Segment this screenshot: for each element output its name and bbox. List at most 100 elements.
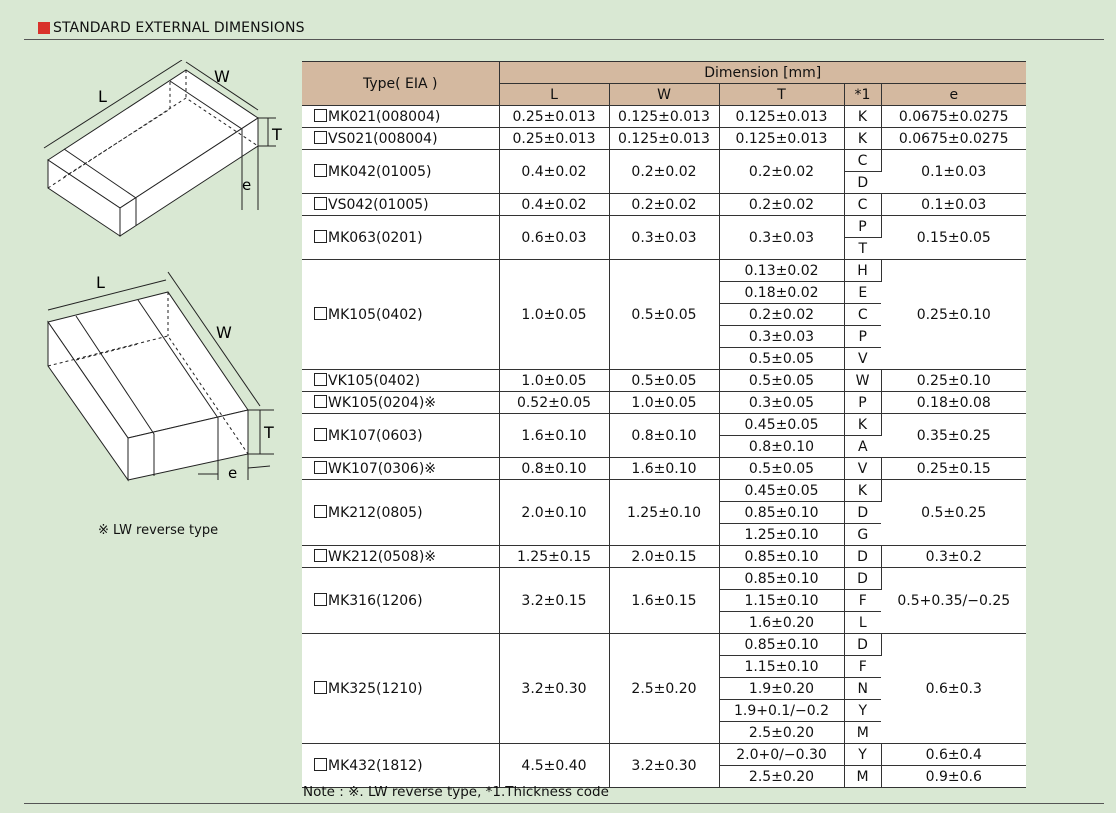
L-cell: 3.2±0.30	[499, 633, 610, 744]
L-cell: 0.8±0.10	[499, 457, 610, 480]
checkbox-square-icon	[314, 592, 327, 606]
L-cell: 0.25±0.013	[499, 105, 610, 128]
W-cell: 1.6±0.10	[609, 457, 720, 480]
code-cell: D	[844, 633, 882, 656]
dim-line-L	[43, 60, 183, 149]
dim-line-W	[167, 271, 261, 407]
code-cell: V	[844, 457, 882, 480]
label-T: T	[263, 423, 274, 442]
type-label: WK105(0204)※	[328, 394, 437, 411]
checkbox-square-icon	[314, 163, 327, 177]
type-cell: MK432(1812)	[302, 743, 500, 788]
T-cell: 1.9±0.20	[719, 677, 845, 700]
e-cell: 0.25±0.10	[881, 259, 1026, 370]
T-cell: 0.125±0.013	[719, 105, 845, 128]
T-cell: 0.8±0.10	[719, 435, 845, 458]
code-cell: P	[844, 325, 881, 348]
checkbox-square-icon	[314, 427, 327, 441]
L-cell: 0.25±0.013	[499, 127, 610, 150]
code-cell: D	[844, 171, 881, 194]
e-cell: 0.25±0.15	[881, 457, 1026, 480]
type-label: VS021(008004)	[328, 130, 438, 147]
type-label: MK316(1206)	[328, 592, 423, 609]
hidden-edges	[47, 292, 249, 455]
type-cell: MK316(1206)	[302, 567, 500, 634]
lw-reverse-note: ※ LW reverse type	[98, 523, 219, 538]
code-cell: F	[844, 655, 881, 678]
W-cell: 0.3±0.03	[609, 215, 720, 260]
e-cell: 0.6±0.4	[881, 743, 1026, 766]
T-cell: 0.85±0.10	[719, 633, 845, 656]
type-cell: MK063(0201)	[302, 215, 500, 260]
terminal-band-left	[75, 315, 155, 476]
e-cell: 0.6±0.3	[881, 633, 1026, 744]
code-cell: K	[844, 127, 882, 150]
checkbox-square-icon	[314, 130, 327, 144]
T-cell: 1.6±0.20	[719, 611, 845, 634]
T-cell: 1.25±0.10	[719, 523, 845, 546]
type-label: WK212(0508)※	[328, 548, 437, 565]
T-cell: 0.2±0.02	[719, 303, 845, 326]
W-cell: 2.5±0.20	[609, 633, 720, 744]
type-cell: WK212(0508)※	[302, 545, 500, 568]
T-cell: 0.18±0.02	[719, 281, 845, 304]
T-cell: 0.5±0.05	[719, 369, 845, 392]
e-cell: 0.5±0.25	[881, 479, 1026, 546]
checkbox-square-icon	[314, 504, 327, 518]
T-cell: 0.45±0.05	[719, 413, 845, 436]
type-cell: WK107(0306)※	[302, 457, 500, 480]
T-cell: 2.5±0.20	[719, 765, 845, 788]
header-T: T	[719, 83, 845, 106]
terminal-band-left	[63, 148, 137, 226]
W-cell: 2.0±0.15	[609, 545, 720, 568]
T-cell: 0.45±0.05	[719, 479, 845, 502]
header-L: L	[499, 83, 610, 106]
table-header-row: Type( EIA ) Dimension [mm]	[302, 61, 1026, 106]
W-cell: 0.125±0.013	[609, 127, 720, 150]
title-marker-icon	[38, 22, 50, 34]
e-cell: 0.9±0.6	[881, 765, 1026, 788]
e-cell: 0.35±0.25	[881, 413, 1026, 458]
code-cell: E	[844, 281, 881, 304]
T-cell: 0.85±0.10	[719, 567, 845, 590]
type-label: VS042(01005)	[328, 196, 429, 213]
code-cell: Y	[844, 699, 881, 722]
e-cell: 0.0675±0.0275	[881, 127, 1026, 150]
e-cell: 0.25±0.10	[881, 369, 1026, 392]
label-T: T	[271, 125, 282, 144]
code-cell: D	[844, 501, 881, 524]
code-cell: P	[844, 391, 882, 414]
checkbox-square-icon	[314, 196, 327, 210]
top-divider	[24, 39, 1104, 40]
label-W: W	[214, 67, 230, 86]
T-cell: 2.5±0.20	[719, 721, 845, 744]
type-cell: WK105(0204)※	[302, 391, 500, 414]
header-e: e	[881, 83, 1026, 106]
checkbox-square-icon	[314, 680, 327, 694]
table-row: D	[302, 171, 1026, 194]
L-cell: 1.25±0.15	[499, 545, 610, 568]
reverse-chip-drawing: L W T e	[47, 271, 274, 482]
type-cell: MK325(1210)	[302, 633, 500, 744]
e-cell: 0.5+0.35/−0.25	[881, 567, 1026, 634]
code-cell: V	[844, 347, 881, 370]
code-cell: K	[844, 413, 882, 436]
dim-line-L	[47, 279, 167, 311]
L-cell: 0.6±0.03	[499, 215, 610, 260]
terminal-band-right	[169, 80, 243, 157]
T-cell: 0.3±0.05	[719, 391, 845, 414]
W-cell: 0.125±0.013	[609, 105, 720, 128]
L-cell: 3.2±0.15	[499, 567, 610, 634]
L-cell: 0.4±0.02	[499, 149, 610, 194]
type-label: MK063(0201)	[328, 229, 423, 246]
terminal-band-right	[137, 299, 219, 461]
